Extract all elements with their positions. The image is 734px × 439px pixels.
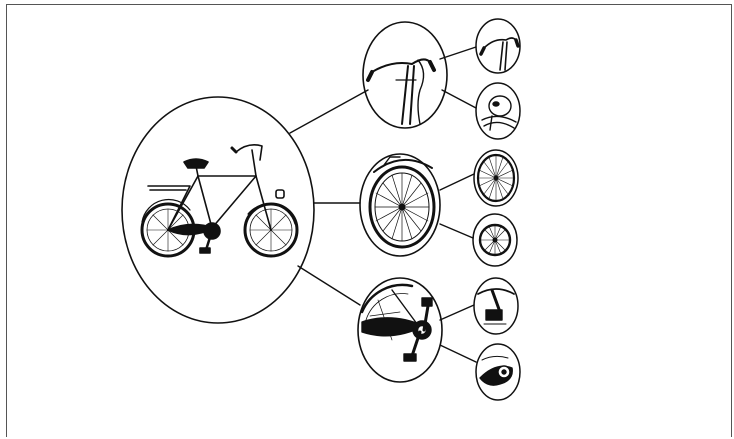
wheel-node — [359, 153, 441, 257]
rear-wheel-spokes-node — [473, 149, 519, 207]
diagram-frame — [6, 4, 732, 437]
drivetrain-node — [357, 277, 443, 383]
connector-drivetrain-chainguard — [439, 344, 477, 363]
front-wheel-node — [472, 213, 518, 267]
handlebar-grips-node-circle — [475, 18, 521, 74]
bicycle-illustration — [140, 144, 299, 258]
wheel-node-circle — [359, 153, 441, 257]
handlebar-node-circle — [362, 21, 448, 129]
pedal-illustration — [477, 288, 515, 325]
chain-guard-node-circle — [475, 343, 521, 401]
bicycle-node-circle — [121, 96, 315, 324]
pedal-node — [473, 277, 519, 335]
drivetrain-illustration — [360, 283, 433, 362]
chain-guard-illustration — [479, 355, 513, 386]
handlebar-grips-node — [475, 18, 521, 74]
handlebar-illustration — [366, 58, 436, 125]
rear-wheel-spokes-node-circle — [473, 149, 519, 207]
front-wheel-node-circle — [472, 213, 518, 267]
bell-node — [475, 82, 521, 140]
connector-handlebar-bell — [441, 89, 477, 109]
handlebar-grips-illustration — [479, 37, 520, 71]
front-wheel-illustration — [478, 223, 512, 257]
pedal-node-circle — [473, 277, 519, 335]
connector-lines — [289, 46, 477, 363]
connector-wheel-spokes — [439, 173, 475, 191]
bell-node-circle — [475, 82, 521, 140]
bell-illustration — [481, 95, 517, 131]
bicycle-node — [121, 96, 315, 324]
connector-drivetrain-pedal — [439, 304, 475, 321]
drivetrain-node-circle — [357, 277, 443, 383]
wheel-illustration — [368, 156, 436, 249]
connector-wheel-front — [439, 223, 474, 239]
handlebar-node — [362, 21, 448, 129]
connector-bike-handlebar — [289, 89, 369, 134]
rear-wheel-spokes-illustration — [476, 153, 516, 203]
chain-guard-node — [475, 343, 521, 401]
connector-handlebar-grips — [439, 46, 477, 60]
connector-bike-drivetrain — [297, 265, 361, 306]
